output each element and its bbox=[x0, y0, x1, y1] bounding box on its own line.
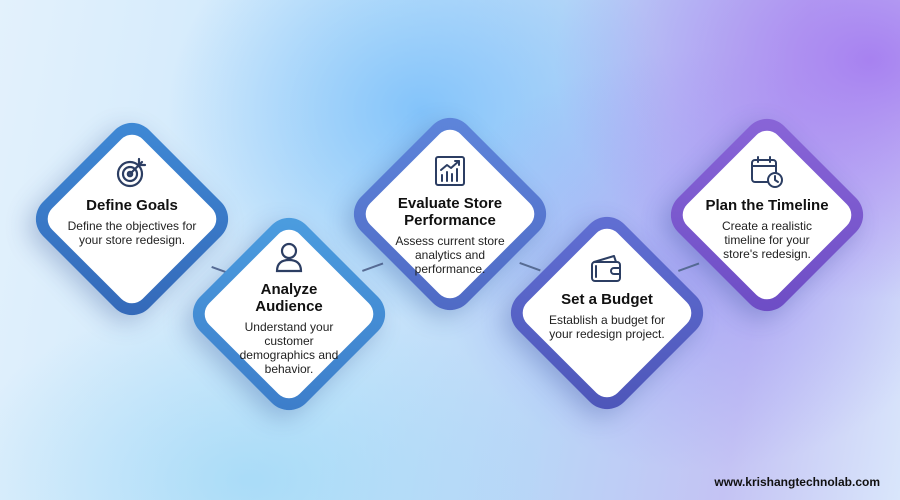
step-content-define-goals: Define Goals Define the objectives for y… bbox=[37, 155, 227, 247]
step-title: Plan the Timeline bbox=[705, 197, 829, 214]
calendar-clock-icon bbox=[751, 156, 783, 188]
step-title: Analyze Audience bbox=[255, 281, 323, 315]
step-title: Define Goals bbox=[86, 197, 178, 214]
step-title: Evaluate Store Performance bbox=[397, 195, 503, 229]
step-content-analyze-audience: Analyze Audience Understand your custome… bbox=[194, 241, 384, 376]
step-description: Create a realistic timeline for your sto… bbox=[721, 219, 813, 261]
step-description: Establish a budget for your redesign pro… bbox=[548, 313, 666, 341]
step-description: Define the objectives for your store red… bbox=[67, 219, 197, 247]
step-description: Assess current store analytics and perfo… bbox=[395, 234, 505, 276]
chart-growth-icon bbox=[435, 156, 465, 186]
step-title: Set a Budget bbox=[561, 291, 653, 308]
wallet-icon bbox=[591, 255, 621, 282]
website-url[interactable]: www.krishangtechnolab.com bbox=[714, 475, 880, 489]
step-description: Understand your customer demographics an… bbox=[239, 320, 339, 376]
person-icon bbox=[275, 242, 303, 273]
target-icon bbox=[116, 157, 147, 188]
step-content-plan-timeline: Plan the Timeline Create a realistic tim… bbox=[672, 155, 862, 261]
step-content-set-budget: Set a Budget Establish a budget for your… bbox=[512, 253, 702, 341]
step-content-evaluate-performance: Evaluate Store Performance Assess curren… bbox=[355, 155, 545, 276]
